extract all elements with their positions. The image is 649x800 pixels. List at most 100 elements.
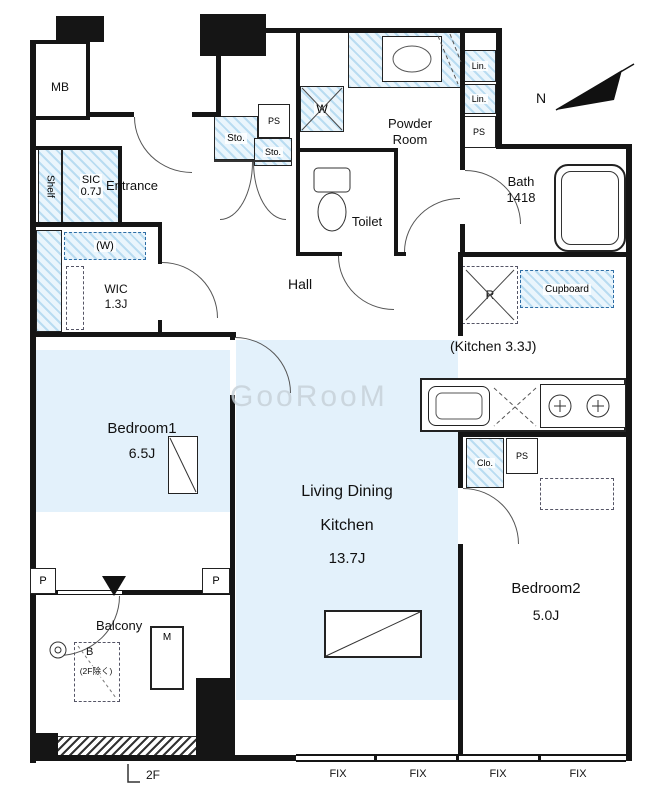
washer-space-box: (W) bbox=[64, 232, 146, 260]
bedroom2-label-wrap: Bedroom2 5.0J bbox=[486, 580, 606, 624]
wic-label: WIC bbox=[102, 282, 130, 297]
kitchen-label-wrap: (Kitchen 3.3J) bbox=[450, 338, 536, 356]
wall bbox=[296, 148, 398, 152]
fix-label-4: FIX bbox=[569, 768, 587, 780]
ps-bath-label: PS bbox=[472, 127, 485, 137]
window-mullion bbox=[538, 754, 541, 762]
pipe-space-hall: PS bbox=[258, 104, 290, 138]
bedroom2-dashed-furniture bbox=[540, 478, 614, 510]
wall bbox=[458, 544, 463, 761]
ldk-label-2: Kitchen bbox=[320, 517, 374, 534]
hall-label-wrap: Hall bbox=[288, 276, 312, 294]
ldk-label-wrap: Living Dining Kitchen 13.7J bbox=[262, 482, 432, 569]
hall-label: Hall bbox=[288, 276, 313, 292]
wall bbox=[30, 222, 162, 227]
ps-bedroom2-label: PS bbox=[515, 451, 528, 461]
entrance-label-wrap: Entrance bbox=[106, 178, 158, 194]
washer-space-label: (W) bbox=[94, 240, 116, 252]
b-mark-label-wrap: B bbox=[86, 646, 93, 660]
mb-label-wrap: MB bbox=[36, 80, 84, 95]
pipe-space-bedroom2: PS bbox=[506, 438, 538, 474]
wall bbox=[30, 40, 36, 763]
wall bbox=[458, 432, 632, 437]
wall bbox=[458, 252, 463, 336]
shelf-box: Shelf bbox=[38, 148, 62, 224]
b-note-label: (2F除く) bbox=[77, 666, 115, 677]
pillar-right-label: P bbox=[212, 575, 220, 587]
wall bbox=[460, 252, 632, 257]
window-mullion bbox=[456, 754, 459, 762]
powder-room-label-2: Room bbox=[392, 132, 428, 148]
wall bbox=[296, 150, 300, 256]
balcony-label-wrap: Balcony bbox=[96, 618, 142, 634]
sic-label: SIC bbox=[79, 174, 103, 186]
wic-shelf-strip bbox=[36, 230, 62, 332]
wall bbox=[122, 590, 232, 595]
kitchen-label: (Kitchen 3.3J) bbox=[450, 338, 537, 354]
wall bbox=[394, 252, 406, 256]
wall bbox=[86, 40, 90, 120]
toilet-tank bbox=[313, 167, 351, 193]
wall bbox=[158, 320, 162, 336]
bedroom1-label: Bedroom1 bbox=[107, 420, 177, 437]
fix-label-wrap: FIX bbox=[398, 768, 438, 782]
floor-note-label-wrap: 2F bbox=[146, 768, 160, 783]
entrance-label: Entrance bbox=[106, 178, 159, 193]
wall bbox=[296, 252, 342, 256]
cupboard-box: Cupboard bbox=[520, 270, 614, 308]
wall bbox=[30, 40, 90, 44]
pillar bbox=[30, 733, 58, 761]
wall bbox=[458, 432, 463, 488]
pillar-marker-left: P bbox=[30, 568, 56, 594]
kitchen-sink-inner bbox=[435, 392, 483, 420]
wic-size-label: 1.3J bbox=[102, 297, 130, 312]
wall bbox=[36, 146, 122, 150]
storage-top-label: Sto. bbox=[225, 132, 247, 144]
fix-label-wrap: FIX bbox=[558, 768, 598, 782]
linen-bottom-label: Lin. bbox=[469, 94, 489, 104]
storage-box-top: Sto. bbox=[214, 116, 258, 160]
fix-label-1: FIX bbox=[329, 768, 347, 780]
ldk-size-label: 13.7J bbox=[328, 550, 366, 567]
closet-label: Clo. bbox=[474, 458, 495, 468]
balcony-door-window bbox=[58, 590, 122, 595]
pillar-marker-right: P bbox=[202, 568, 230, 594]
wall bbox=[30, 332, 236, 337]
direction-triangle-icon bbox=[102, 576, 126, 596]
wall bbox=[460, 28, 465, 148]
bedroom1-label-wrap: Bedroom1 6.5J bbox=[82, 420, 202, 462]
linen-box-bottom: Lin. bbox=[462, 84, 496, 114]
storage-small-label: Sto. bbox=[262, 147, 283, 157]
wic-label-wrap: WIC 1.3J bbox=[78, 282, 154, 312]
toilet-label-wrap: Toilet bbox=[338, 214, 396, 231]
bath-size-label: 1418 bbox=[506, 190, 536, 206]
wall bbox=[192, 112, 220, 117]
wall bbox=[296, 28, 300, 150]
wall bbox=[118, 146, 122, 226]
meter-box-balcony: M bbox=[150, 626, 184, 690]
wall bbox=[230, 395, 235, 761]
fix-label-wrap: FIX bbox=[478, 768, 518, 782]
wall bbox=[394, 148, 398, 256]
balcony-label: Balcony bbox=[96, 618, 143, 633]
balcony-faucet bbox=[49, 641, 67, 659]
meter-label: M bbox=[162, 632, 172, 643]
watermark: GooRooM bbox=[230, 380, 388, 413]
fix-window-band bbox=[296, 754, 626, 762]
shelf-label: Shelf bbox=[44, 174, 56, 198]
wall bbox=[496, 28, 502, 149]
wall bbox=[460, 224, 465, 256]
wall bbox=[496, 144, 632, 149]
powder-room-label-1: Powder bbox=[387, 116, 433, 131]
vanity-sink-bowl bbox=[392, 45, 432, 73]
bath-label-wrap: Bath 1418 bbox=[490, 174, 552, 207]
linen-top-label: Lin. bbox=[469, 61, 489, 71]
ps-hall-label: PS bbox=[267, 116, 280, 126]
wall bbox=[230, 332, 235, 340]
pillar bbox=[200, 14, 266, 56]
fix-label-3: FIX bbox=[489, 768, 507, 780]
linen-box-top: Lin. bbox=[462, 50, 496, 82]
wall bbox=[460, 146, 465, 170]
